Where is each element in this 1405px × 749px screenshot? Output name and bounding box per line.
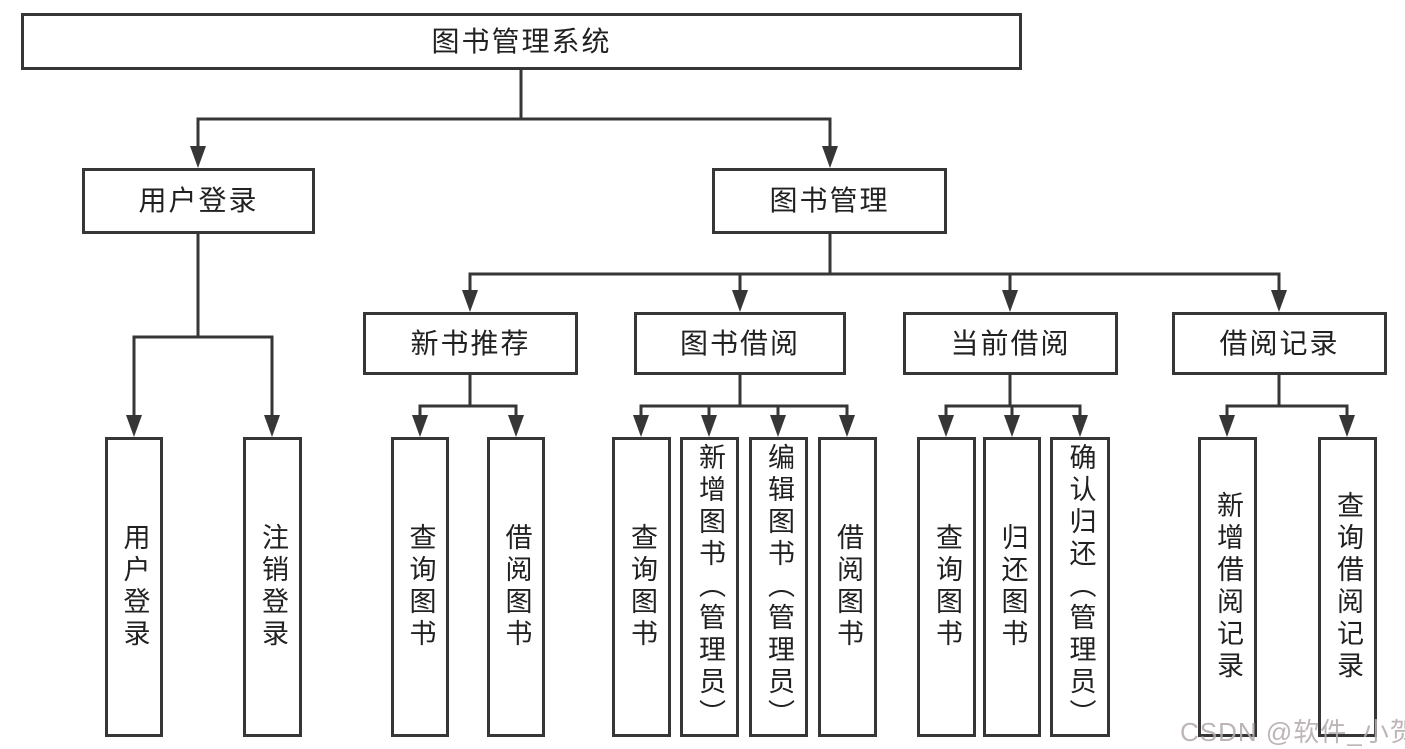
leaf-add-borrow-record: 新增借阅记录 — [1198, 437, 1257, 737]
leaf-add-book-admin: 新增图书（管理员） — [680, 437, 739, 737]
leaf-edit-book-admin: 编辑图书（管理员） — [749, 437, 808, 737]
node-library-system: 图书管理系统 — [21, 13, 1022, 70]
leaf-query-books-borrow: 查询图书 — [612, 437, 671, 737]
leaf-user-login: 用户登录 — [105, 437, 163, 737]
leaf-query-borrow-record: 查询借阅记录 — [1318, 437, 1377, 737]
leaf-confirm-return-admin: 确认归还（管理员） — [1050, 437, 1110, 737]
leaf-logout: 注销登录 — [243, 437, 302, 737]
leaf-borrow-books-recommend: 借阅图书 — [487, 437, 545, 737]
node-book-borrow: 图书借阅 — [634, 312, 846, 375]
node-book-management: 图书管理 — [712, 168, 947, 234]
node-borrow-records: 借阅记录 — [1172, 312, 1387, 375]
leaf-query-books-current: 查询图书 — [917, 437, 976, 737]
node-new-book-recommend: 新书推荐 — [363, 312, 578, 375]
node-current-borrow: 当前借阅 — [903, 312, 1118, 375]
node-user-login: 用户登录 — [82, 168, 315, 234]
watermark: CSDN @软件_小贺同学 — [1180, 717, 1405, 747]
leaf-return-books: 归还图书 — [983, 437, 1041, 737]
leaf-borrow-books: 借阅图书 — [818, 437, 877, 737]
leaf-query-books-recommend: 查询图书 — [391, 437, 449, 737]
